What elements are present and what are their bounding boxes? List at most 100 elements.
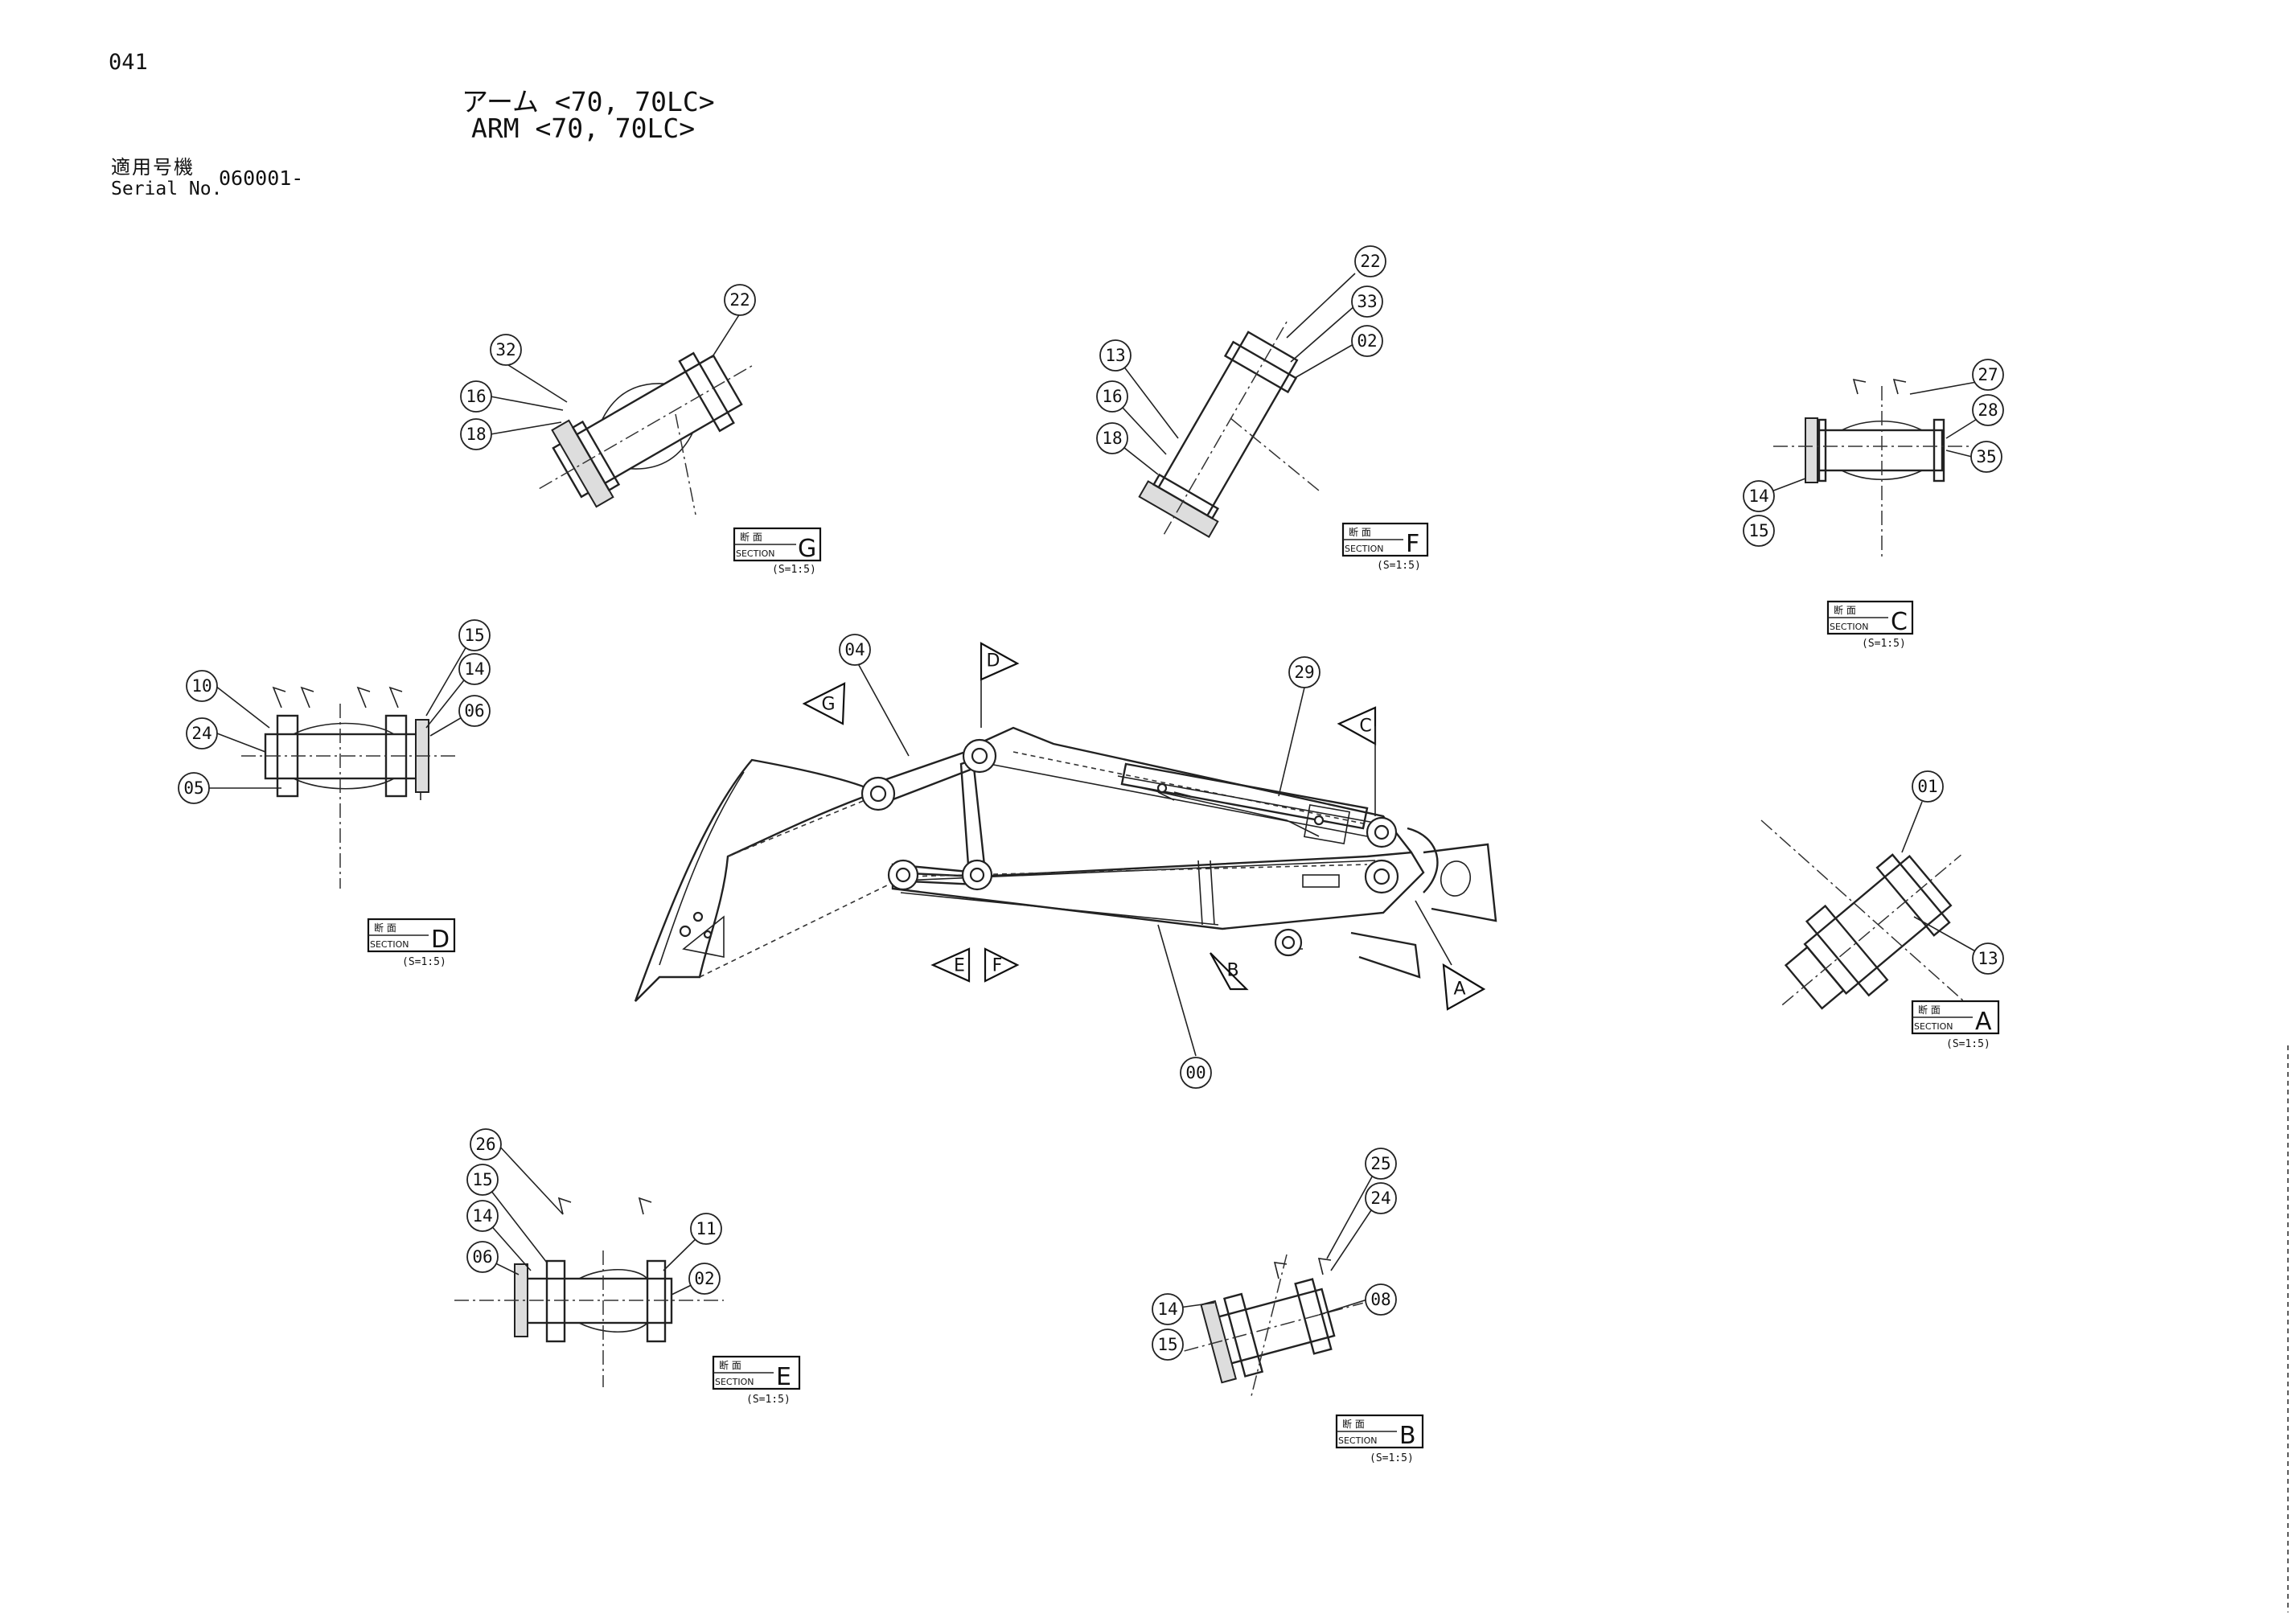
part-callout-33: 33 <box>1351 285 1383 318</box>
svg-text:04: 04 <box>844 640 865 659</box>
svg-text:A: A <box>1453 979 1465 1000</box>
view-arrow-d: D <box>980 642 1020 728</box>
svg-text:SECTION: SECTION <box>1830 622 1868 632</box>
svg-text:14: 14 <box>464 659 484 679</box>
svg-text:断 面: 断 面 <box>1349 526 1371 538</box>
svg-text:(S=1:5): (S=1:5) <box>746 1394 791 1406</box>
part-callout-14: 14 <box>1152 1293 1184 1325</box>
part-callout-32: 32 <box>490 334 522 366</box>
view-arrow-g: G <box>802 682 846 725</box>
part-callout-13: 13 <box>1972 942 2004 975</box>
svg-text:F: F <box>992 956 1003 976</box>
part-callout-16: 16 <box>460 380 492 413</box>
svg-text:(S=1:5): (S=1:5) <box>1377 560 1421 572</box>
svg-text:(S=1:5): (S=1:5) <box>1862 638 1906 650</box>
svg-text:E: E <box>776 1363 791 1391</box>
svg-text:13: 13 <box>1978 949 1998 968</box>
part-callout-24: 24 <box>186 717 218 749</box>
view-arrow-c: C <box>1337 706 1377 816</box>
page-number: 041 <box>109 50 148 75</box>
svg-text:15: 15 <box>464 626 484 645</box>
part-callout-18: 18 <box>1096 422 1128 454</box>
svg-text:SECTION: SECTION <box>715 1377 754 1387</box>
svg-text:05: 05 <box>183 778 203 798</box>
svg-text:15: 15 <box>1748 521 1768 540</box>
part-callout-29: 29 <box>1288 656 1321 688</box>
svg-text:B: B <box>1399 1422 1416 1450</box>
part-callout-15: 15 <box>1743 515 1775 547</box>
serial-label-english: Serial No. <box>111 179 223 199</box>
svg-text:00: 00 <box>1185 1063 1206 1082</box>
svg-text:11: 11 <box>696 1219 716 1238</box>
svg-text:F: F <box>1406 530 1419 558</box>
part-callout-24: 24 <box>1365 1182 1397 1214</box>
section-b-detail: 25 24 08 14 15 <box>1152 1148 1397 1400</box>
svg-text:SECTION: SECTION <box>370 939 409 950</box>
svg-text:02: 02 <box>1357 331 1377 351</box>
part-callout-22: 22 <box>1354 245 1386 277</box>
svg-text:断 面: 断 面 <box>374 922 396 934</box>
svg-text:33: 33 <box>1357 292 1377 311</box>
svg-text:D: D <box>987 651 1000 671</box>
svg-text:SECTION: SECTION <box>1914 1021 1953 1032</box>
svg-text:断 面: 断 面 <box>1834 604 1856 616</box>
main-arm-view <box>634 726 1497 1002</box>
section-label-b: 断 面 SECTION B (S=1:5) <box>1335 1414 1424 1464</box>
view-arrow-b: B <box>1210 952 1249 991</box>
part-callout-05: 05 <box>178 772 210 804</box>
svg-text:16: 16 <box>466 387 486 406</box>
section-label-c: 断 面 SECTION C (S=1:5) <box>1826 600 1914 650</box>
view-arrows: G D C E F B A <box>802 642 1486 1011</box>
svg-text:29: 29 <box>1294 663 1314 682</box>
section-label-g: 断 面 SECTION G (S=1:5) <box>733 527 822 576</box>
svg-text:25: 25 <box>1370 1154 1390 1173</box>
part-callout-25: 25 <box>1365 1148 1397 1180</box>
svg-text:22: 22 <box>1360 252 1380 271</box>
part-callout-15: 15 <box>458 619 491 651</box>
section-c-detail: 27 28 35 14 15 <box>1743 359 2004 559</box>
svg-text:02: 02 <box>694 1269 714 1288</box>
svg-text:断 面: 断 面 <box>719 1359 741 1371</box>
svg-text:15: 15 <box>1157 1335 1177 1354</box>
section-label-e: 断 面 SECTION E (S=1:5) <box>712 1355 801 1406</box>
svg-text:18: 18 <box>1102 429 1122 448</box>
part-callout-15: 15 <box>466 1164 499 1196</box>
section-d-detail: 15 14 06 10 24 05 <box>178 619 491 889</box>
svg-text:E: E <box>954 956 965 976</box>
part-callout-02: 02 <box>1351 325 1383 357</box>
svg-text:27: 27 <box>1978 365 1998 384</box>
svg-text:24: 24 <box>191 724 212 743</box>
svg-text:SECTION: SECTION <box>736 548 774 559</box>
part-callout-18: 18 <box>460 418 492 450</box>
svg-text:(S=1:5): (S=1:5) <box>1946 1038 1990 1050</box>
svg-text:C: C <box>1359 717 1371 737</box>
svg-text:14: 14 <box>1157 1300 1177 1319</box>
svg-text:A: A <box>1975 1008 1992 1036</box>
svg-text:断 面: 断 面 <box>740 531 762 543</box>
part-callout-35: 35 <box>1970 441 2002 473</box>
svg-text:10: 10 <box>191 676 212 696</box>
svg-text:08: 08 <box>1370 1290 1390 1309</box>
view-arrow-f: F <box>984 947 1020 983</box>
svg-text:18: 18 <box>466 425 486 444</box>
svg-text:15: 15 <box>472 1170 492 1189</box>
part-callout-14: 14 <box>458 653 491 685</box>
svg-text:28: 28 <box>1978 400 1998 420</box>
view-arrow-a: A <box>1415 900 1486 1011</box>
part-callout-10: 10 <box>186 670 218 702</box>
part-callout-14: 14 <box>1743 480 1775 512</box>
serial-number-value: 060001- <box>219 166 304 190</box>
section-g-detail: 22 32 16 18 <box>460 284 756 515</box>
part-callout-14: 14 <box>466 1200 499 1232</box>
svg-text:14: 14 <box>1748 487 1768 506</box>
svg-text:C: C <box>1891 608 1908 636</box>
part-callout-16: 16 <box>1096 380 1128 413</box>
part-callout-06: 06 <box>458 695 491 727</box>
section-label-a: 断 面 SECTION A (S=1:5) <box>1911 1000 2000 1050</box>
svg-text:01: 01 <box>1917 777 1937 796</box>
svg-text:(S=1:5): (S=1:5) <box>402 956 446 968</box>
part-callout-00: 00 <box>1180 1057 1212 1089</box>
view-arrow-e: E <box>930 947 971 983</box>
svg-text:26: 26 <box>475 1135 495 1154</box>
